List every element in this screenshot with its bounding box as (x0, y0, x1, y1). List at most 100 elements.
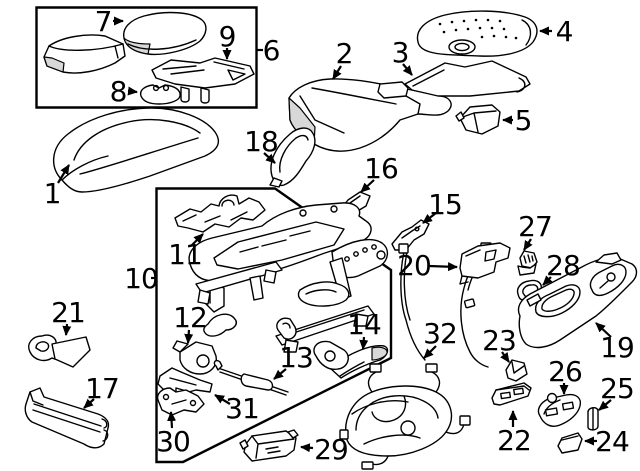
callout-4: 4 (539, 15, 574, 48)
part-20-trim-strip (460, 243, 510, 284)
callout-4-label: 4 (556, 15, 573, 48)
callout-23: 23 (482, 324, 517, 363)
callout-3-label: 3 (392, 36, 409, 69)
callout-20-label: 20 (397, 249, 431, 282)
callout-28: 28 (543, 249, 581, 285)
callout-18-arrow (264, 153, 276, 163)
part-29-control-module (240, 430, 298, 461)
callout-22-label: 22 (497, 424, 531, 457)
callout-13: 13 (273, 341, 314, 379)
callout-30-label: 30 (156, 425, 190, 458)
callout-23-label: 23 (482, 324, 516, 357)
part-12-adjuster-motor (173, 314, 296, 374)
part-30-bracket (158, 388, 204, 415)
heater-perforations (438, 18, 518, 40)
callout-7-label: 7 (95, 5, 112, 38)
part-18-side-shield (270, 128, 315, 187)
callout-11-arrow (192, 234, 203, 245)
part-15-bracket (392, 220, 429, 250)
callout-22: 22 (497, 410, 532, 457)
callout-8-arrow (127, 86, 138, 96)
callouts: 1 2 3 4 5 6 7 8 (44, 5, 635, 466)
callout-19: 19 (596, 323, 635, 364)
part-11-bracket (175, 195, 265, 232)
callout-32-arrow (424, 346, 436, 358)
callout-15: 15 (422, 188, 463, 223)
callout-8: 8 (110, 75, 138, 108)
callout-25-label: 25 (600, 372, 634, 405)
callout-12-arrow (184, 330, 194, 344)
callout-5-label: 5 (515, 104, 532, 137)
part-3-cushion-mat (405, 61, 530, 96)
part-23-clip (506, 360, 527, 381)
callout-6-label: 6 (263, 34, 280, 67)
armrest-pad-illustration (44, 35, 125, 73)
callout-27-label: 27 (518, 210, 552, 243)
group-box-10 (157, 189, 392, 463)
part-9-armrest-base (152, 58, 254, 103)
part-13-drive-cable (214, 361, 288, 395)
callout-31-label: 31 (225, 392, 259, 425)
callout-9: 9 (219, 20, 236, 60)
part-19-side-valance (518, 253, 636, 347)
part-17-trim-panel (25, 388, 108, 448)
callout-7: 7 (95, 5, 124, 38)
callout-19-arrow (596, 323, 611, 337)
callout-24-label: 24 (595, 425, 629, 458)
callout-9-label: 9 (219, 20, 236, 53)
callout-24: 24 (584, 425, 630, 458)
callout-25-arrow (598, 400, 611, 410)
callout-14: 14 (347, 308, 382, 350)
part-25-knob (588, 408, 598, 430)
part-4-seat-heater-pad (417, 11, 536, 56)
callout-2-label: 2 (336, 37, 353, 70)
callout-27-arrow (524, 239, 533, 251)
callout-30-arrow (167, 411, 177, 428)
callout-16-label: 16 (364, 152, 398, 185)
callout-11-label: 11 (168, 238, 202, 271)
part-7-armrest-pad (124, 13, 206, 55)
callout-17-label: 17 (85, 372, 119, 405)
part-8-latch (141, 85, 180, 104)
callout-3: 3 (392, 36, 412, 76)
callout-21-label: 21 (51, 296, 85, 329)
callout-17: 17 (83, 372, 120, 408)
part-5-module (456, 105, 500, 134)
callout-31-arrow (214, 395, 230, 404)
callout-18: 18 (244, 125, 279, 163)
callout-27: 27 (518, 210, 553, 251)
part-27-switch-knob (518, 251, 537, 275)
callout-5: 5 (502, 104, 532, 137)
callout-30: 30 (156, 411, 191, 458)
callout-14-label: 14 (347, 308, 381, 341)
callout-1: 1 (44, 164, 69, 210)
callout-21-arrow (62, 324, 72, 336)
callout-20: 20 (397, 249, 458, 282)
callout-8-label: 8 (110, 75, 127, 108)
callout-12-label: 12 (173, 301, 207, 334)
callout-3-arrow (403, 64, 412, 76)
callout-31: 31 (214, 392, 260, 425)
callout-32: 32 (423, 317, 458, 358)
part-22-switch (492, 383, 531, 405)
callout-2-arrow (333, 66, 341, 80)
callout-2: 2 (333, 37, 353, 80)
callout-16: 16 (361, 152, 399, 192)
callout-17-arrow (83, 399, 94, 408)
part-26-switch-panel (538, 394, 580, 427)
callout-18-label: 18 (244, 125, 278, 158)
callout-10: 10 (124, 262, 159, 295)
seat-frame-illustration (189, 203, 387, 352)
callout-29-arrow (300, 443, 313, 453)
callout-20-arrow (429, 262, 458, 272)
callout-26: 26 (548, 355, 583, 395)
callout-23-arrow (500, 352, 509, 363)
callout-15-arrow (422, 213, 436, 223)
callout-29-label: 29 (314, 433, 348, 466)
callout-6: 6 (257, 34, 281, 67)
callout-19-label: 19 (600, 331, 634, 364)
callout-12: 12 (173, 301, 208, 344)
callout-29: 29 (300, 433, 349, 466)
